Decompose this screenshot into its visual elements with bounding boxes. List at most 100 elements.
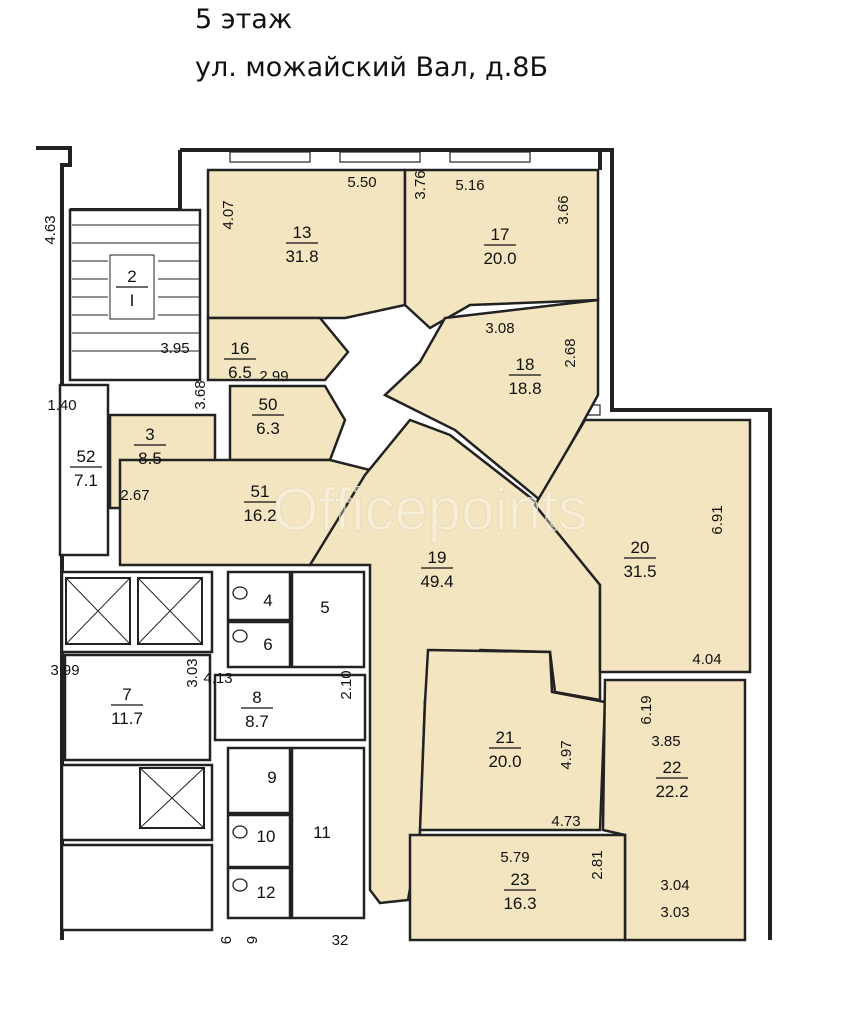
service-room (226, 570, 292, 622)
room-8: 88.7 (241, 688, 273, 731)
room-area: 20.0 (488, 752, 521, 771)
dimension-label: 2.10 (338, 670, 355, 699)
edge-label: 6 (243, 936, 260, 944)
room-area: 16.2 (243, 506, 276, 525)
elevator-shaft (65, 577, 131, 645)
outer-wall (36, 146, 772, 940)
room-number: 50 (259, 395, 278, 414)
room-outline-21 (418, 648, 607, 832)
dimension-label: 3.68 (192, 380, 209, 409)
dimension-label: 6.91 (709, 505, 726, 534)
elevator-cross (137, 577, 203, 645)
elevator-cross (139, 767, 205, 829)
room-outline-13 (206, 168, 407, 320)
room-20: 20 31.5 (623, 538, 656, 581)
room-area: 6.3 (256, 419, 280, 438)
room-number: 12 (257, 883, 276, 902)
dimension-label: 4.97 (558, 740, 575, 769)
edge-label: 9 (217, 936, 234, 944)
toilet-icon (232, 586, 248, 600)
dimension-label: 2.67 (120, 487, 149, 504)
elevator-box (139, 767, 205, 829)
room-number: 16 (231, 339, 250, 358)
elevator-shaft (137, 577, 203, 645)
room-number: 13 (293, 223, 312, 242)
dimension-label: 3.03 (660, 904, 689, 921)
room-area: 49.4 (420, 572, 453, 591)
dimension-label: 3.03 (184, 658, 201, 687)
dimension-label: 3.99 (50, 662, 79, 679)
room-52: 527.1 (70, 447, 102, 490)
dimension-label: 3.08 (485, 320, 514, 337)
plan-shapes: Officepoints (36, 146, 772, 942)
room-number: 9 (267, 768, 276, 787)
room-number: 5 (320, 598, 329, 617)
room-17: 17 20.0 (483, 225, 516, 268)
elevator-box (137, 577, 203, 645)
room-2: 2I (116, 267, 148, 310)
room-area: 8.5 (138, 449, 162, 468)
elevator-cross (65, 577, 131, 645)
dimension-label: 3.04 (660, 877, 689, 894)
room-number: 22 (663, 758, 682, 777)
room-number: 18 (516, 355, 535, 374)
room-number: 4 (263, 591, 272, 610)
service-room (290, 746, 366, 920)
watermark-logo: Officepoints (272, 476, 588, 543)
room-area: 31.8 (285, 247, 318, 266)
dimension-label: 5.50 (347, 174, 376, 191)
room-area: 16.3 (503, 894, 536, 913)
room-number: 51 (251, 482, 270, 501)
dimension-label: 3.76 (412, 170, 429, 199)
address-title: ул. можайский Вал, д.8Б (195, 52, 548, 83)
room-23: 23 16.3 (503, 870, 536, 913)
room-outline-23 (408, 833, 627, 942)
dimension-label: 3.95 (160, 340, 189, 357)
room-number: 10 (257, 827, 276, 846)
service-room (226, 866, 292, 920)
room-number: 52 (77, 447, 96, 466)
room-area: I (130, 291, 135, 310)
dimension-label: 2.81 (589, 850, 606, 879)
toilet-icon (232, 825, 248, 839)
dimension-label: 6.19 (638, 695, 655, 724)
dimension-label: 5.79 (500, 849, 529, 866)
room-area: 18.8 (508, 379, 541, 398)
room-outline-16 (206, 316, 350, 382)
room-outline-7 (63, 653, 212, 762)
room-number: 20 (631, 538, 650, 557)
dimension-label: 4.13 (203, 670, 232, 687)
dimension-label: 5.16 (455, 177, 484, 194)
room-number: 17 (491, 225, 510, 244)
toilet-icon (232, 878, 248, 892)
room-50: 506.3 (252, 395, 284, 438)
room-16: 166.5 (224, 339, 256, 382)
elevator-shaft (139, 767, 205, 829)
toilet-icon (232, 629, 248, 643)
room-area: 20.0 (483, 249, 516, 268)
room-3: 38.5 (134, 425, 166, 468)
room-7: 711.7 (111, 685, 143, 728)
room-area: 6.5 (228, 363, 252, 382)
room-number: 3 (145, 425, 154, 444)
service-room (290, 570, 366, 669)
dimension-label: 1.40 (47, 397, 76, 414)
dimension-label: 2.68 (562, 338, 579, 367)
edge-label: 32 (332, 932, 349, 949)
room-number: 23 (511, 870, 530, 889)
room-area: 31.5 (623, 562, 656, 581)
room-outline-17 (403, 168, 600, 330)
window (339, 151, 421, 163)
window (229, 151, 311, 163)
dimension-label: 3.66 (555, 195, 572, 224)
room-18: 18 18.8 (508, 355, 541, 398)
room-outline-20 (533, 418, 752, 674)
floor-title: 5 этаж (195, 4, 293, 35)
room-outline-18 (382, 298, 600, 502)
room-number: 2 (127, 267, 136, 286)
service-room (226, 746, 292, 815)
